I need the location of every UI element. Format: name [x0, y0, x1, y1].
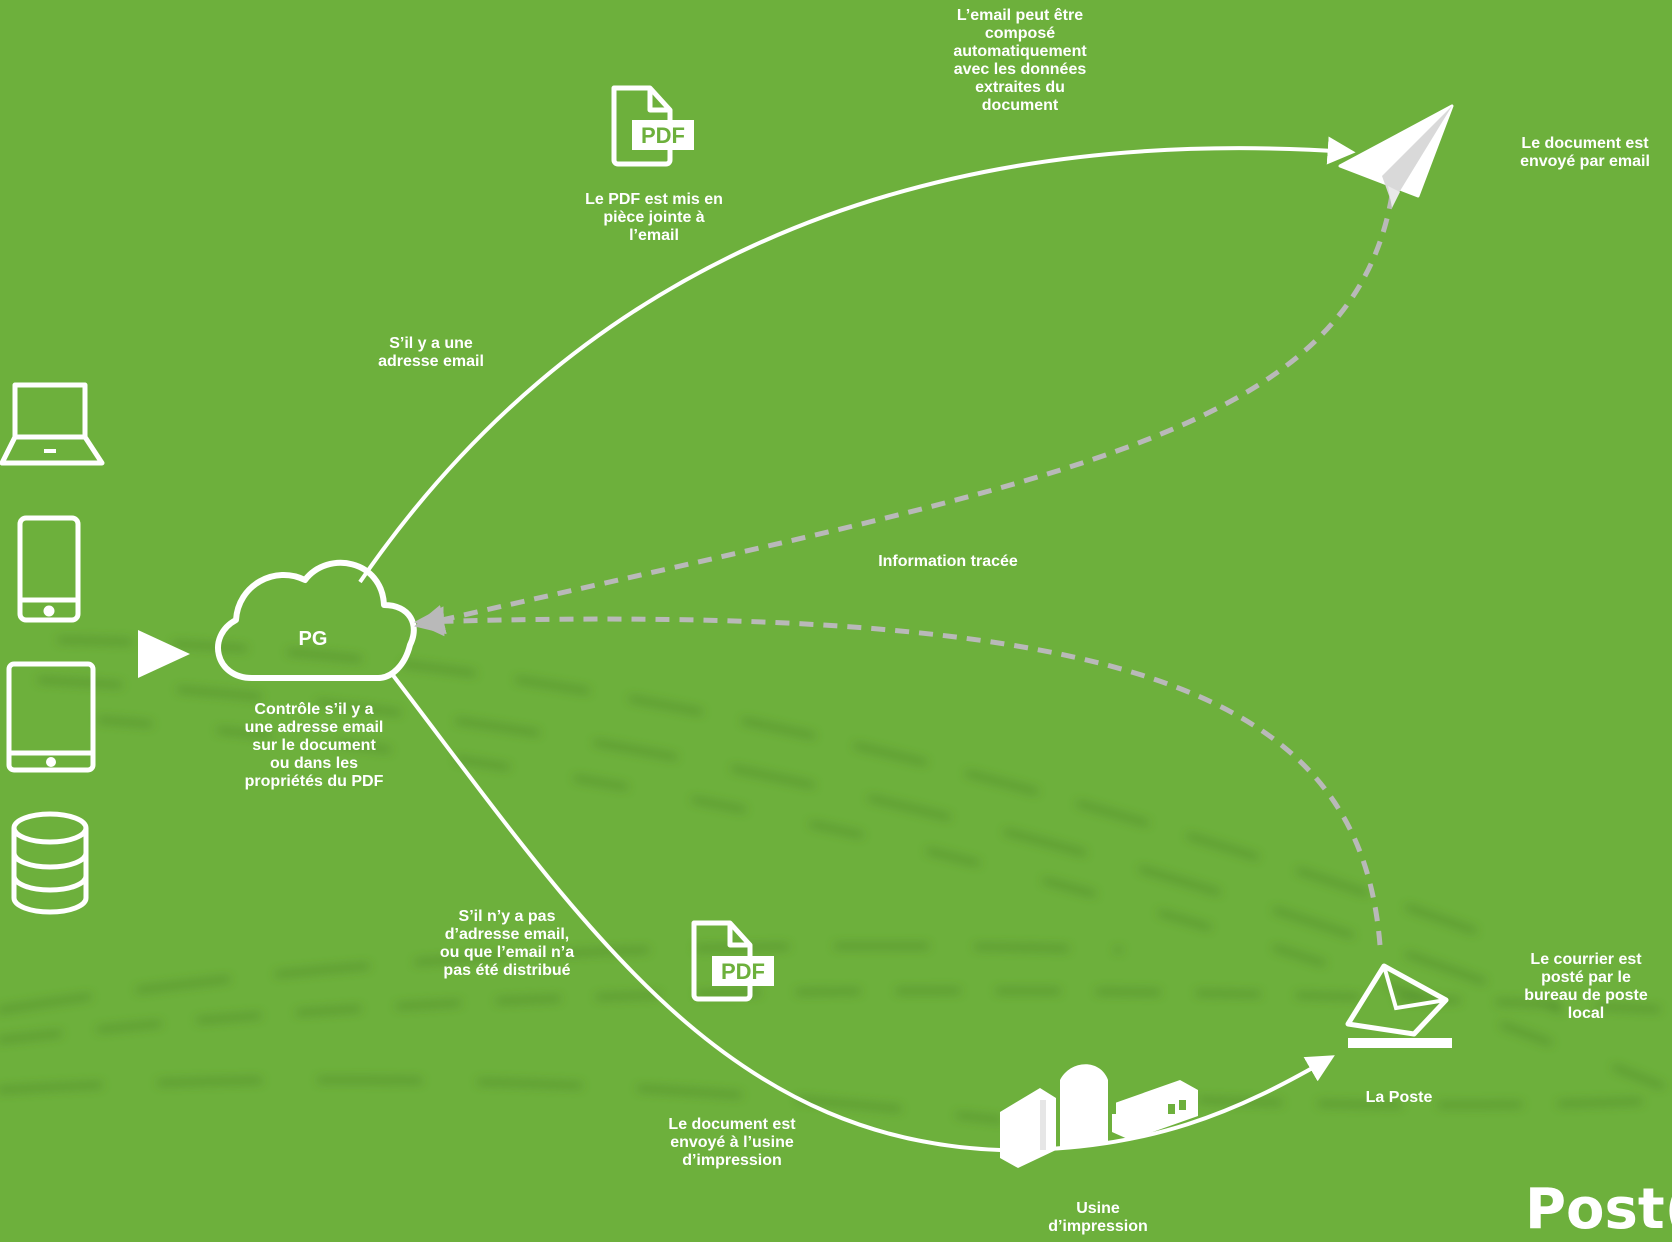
post-label: La Poste: [1365, 1089, 1433, 1106]
paper-plane-icon: [1338, 104, 1454, 208]
database-icon: [11, 811, 89, 915]
background-streaks: [0, 637, 1672, 1123]
pdf-icon-print-text: PDF: [721, 959, 765, 984]
pdf-icon-print: PDF: [691, 920, 774, 1002]
tracking-arrow-bottom: [414, 606, 1383, 946]
email-sent-label: Le document est envoyé par email: [1520, 135, 1650, 170]
pdf-icon-email: PDF: [611, 85, 694, 167]
pdf-icon-email-text: PDF: [641, 123, 685, 148]
laptop-icon: [0, 382, 105, 466]
print-factory-label: Usine d’impression: [1048, 1200, 1148, 1235]
cloud-icon: [215, 559, 417, 681]
input-arrow-icon: [138, 630, 190, 678]
email-branch-label: S’il y a une adresse email: [378, 335, 484, 370]
cloud-caption: Contrôle s’il y a une adresse email sur …: [244, 701, 384, 790]
center-label: PG: [298, 628, 328, 650]
print-flow-arrow: [390, 672, 1335, 1153]
email-flow-arrow: [358, 136, 1356, 584]
pdf-attachment-label: Le PDF est mis en pièce jointe à l’email: [585, 191, 723, 244]
print-sent-label: Le document est envoyé à l’usine d’impre…: [668, 1116, 796, 1169]
email-compose-label: L’email peut être composé automatiquemen…: [953, 7, 1087, 114]
tracking-arrow-top: [414, 194, 1395, 635]
no-email-label: S’il n’y a pas d’adresse email, ou que l…: [439, 908, 575, 979]
mail-posted-label: Le courrier est posté par le bureau de p…: [1524, 951, 1648, 1022]
logo: Post(: [1525, 1177, 1672, 1242]
ballot-box-icon: [1345, 963, 1452, 1048]
factory-icon: [1000, 1064, 1198, 1168]
smartphone-icon: [17, 515, 81, 623]
tracked-info-label: Information tracée: [878, 553, 1018, 570]
tablet-icon: [6, 661, 96, 773]
